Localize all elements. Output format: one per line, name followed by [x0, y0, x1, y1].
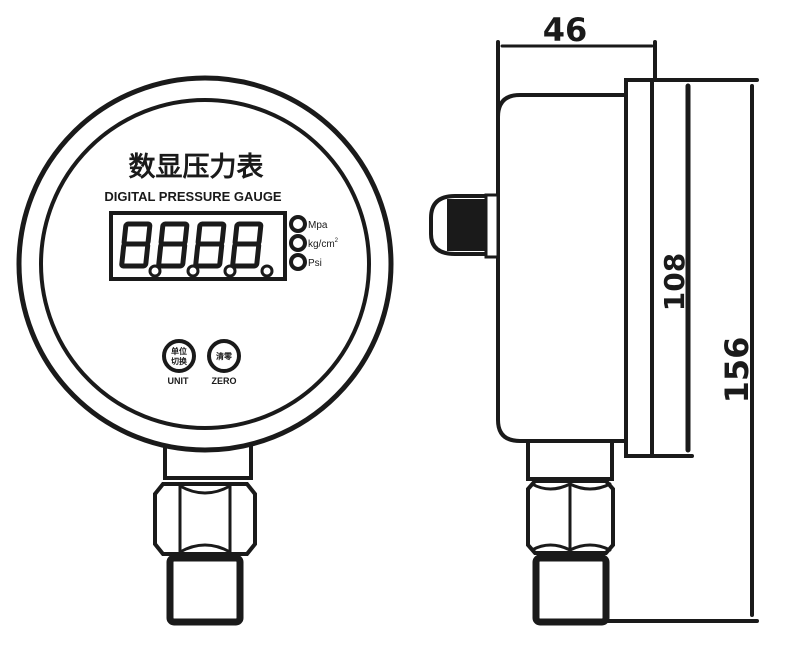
title-en: DIGITAL PRESSURE GAUGE: [104, 189, 282, 204]
lcd-digits: [119, 221, 274, 278]
side-hex-nut-curve-top: [530, 482, 612, 491]
unit-button[interactable]: [162, 339, 196, 373]
title-cn: 数显压力表: [129, 152, 264, 183]
led-mpa-icon: [289, 215, 307, 233]
unit-label-mpa: Mpa: [308, 220, 328, 231]
unit-button-label-cn-1: 单位: [171, 346, 187, 356]
side-view: [429, 40, 759, 626]
rear-connector-collar: [484, 193, 500, 259]
led-psi-icon: [289, 253, 307, 271]
side-stem-neck: [526, 439, 614, 481]
unit-button-label-cn-2: 切换: [171, 356, 188, 366]
case-body: [496, 93, 628, 443]
side-thread-fitting: [532, 554, 610, 626]
zero-button-label-cn: 清零: [216, 351, 233, 361]
hex-nut-curve-bottom: [179, 543, 231, 554]
zero-button[interactable]: [207, 339, 241, 373]
dim-label-156: 156: [718, 337, 756, 404]
hex-nut-curve-top: [179, 484, 231, 495]
bezel-flange: [624, 78, 654, 458]
unit-label-psi: Psi: [308, 258, 322, 269]
thread-fitting: [166, 554, 244, 626]
inner-bezel: [39, 98, 371, 430]
dim-label-46: 46: [543, 11, 588, 49]
dim-label-108: 108: [658, 253, 691, 311]
side-hex-nut-curve-bottom: [530, 543, 612, 552]
rear-connector-body: [447, 199, 487, 251]
zero-button-label-en: ZERO: [211, 376, 236, 386]
unit-button-label-en: UNIT: [168, 376, 189, 386]
unit-label-kgcm2: kg/cm2: [308, 238, 339, 250]
led-kgcm2-icon: [289, 234, 307, 252]
